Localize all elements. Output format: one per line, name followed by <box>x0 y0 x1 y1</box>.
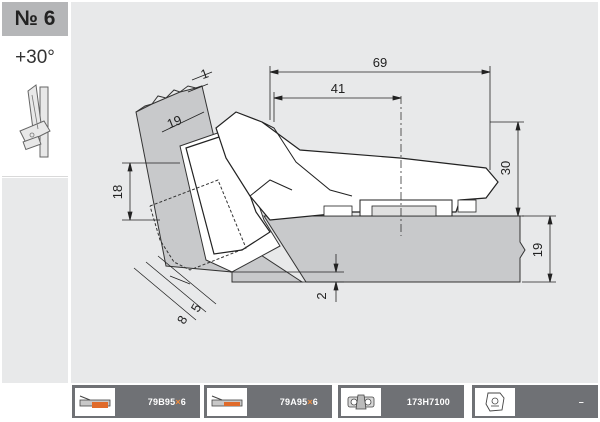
dimension-label-1: 1 <box>198 65 210 82</box>
dimension-19-top <box>161 111 205 133</box>
hinge-cross-section: 69 41 1 19 18 <box>110 55 556 327</box>
mounting-plate-icon <box>79 395 111 408</box>
sidebar-empty-area <box>2 178 68 383</box>
hinge-number-badge: № 6 <box>2 2 68 36</box>
part-code: 79A95 <box>279 396 308 407</box>
technical-drawing: 69 41 1 19 18 <box>71 2 598 383</box>
hinge-cup-icon <box>347 394 375 409</box>
part-cover-cap[interactable]: – <box>472 385 598 418</box>
part-code: – <box>578 396 584 407</box>
dimension-41 <box>273 92 402 122</box>
dimension-label-69: 69 <box>373 55 387 70</box>
part-code: 79B95 <box>147 396 176 407</box>
dimension-69 <box>269 66 491 170</box>
dimension-label-8: 8 <box>174 313 191 327</box>
dimension-label-19-right: 19 <box>530 243 545 257</box>
dimension-18 <box>122 162 180 221</box>
dimension-2 <box>230 254 344 302</box>
hinge-arm <box>215 111 499 221</box>
part-mounting-plate-79b95[interactable]: 79B95×6 <box>72 385 200 418</box>
dimension-label-41: 41 <box>331 81 345 96</box>
part-code-suffix: 6 <box>180 396 186 407</box>
part-code-x: × <box>175 396 181 407</box>
cover-cap-icon <box>485 392 505 411</box>
part-hinge-cup-173h7100[interactable]: 173H7100 <box>338 385 464 418</box>
part-code-suffix: 6 <box>312 396 318 407</box>
dimension-19-right <box>522 215 556 283</box>
dimension-label-19-top: 19 <box>165 112 184 131</box>
mounting-plate-icon <box>211 395 243 406</box>
dimension-label-18: 18 <box>110 185 125 199</box>
dimension-5-8 <box>133 255 217 321</box>
footer-blank <box>2 385 70 418</box>
hinge-thumbnail-icon <box>19 84 51 158</box>
parts-footer: 79B95×6 79A95×6 173H7100 <box>0 385 600 422</box>
angle-label: +30° <box>15 47 55 68</box>
dimension-label-30: 30 <box>498 161 513 175</box>
dimension-30 <box>470 121 524 217</box>
dimension-label-5: 5 <box>188 301 205 315</box>
part-mounting-plate-79a95[interactable]: 79A95×6 <box>204 385 332 418</box>
angle-panel: +30° <box>2 39 68 177</box>
dimension-label-2: 2 <box>314 292 329 299</box>
sidebar: № 6 +30° <box>0 0 70 383</box>
part-code-x: × <box>307 396 313 407</box>
dimension-1 <box>187 71 213 93</box>
part-code: 173H7100 <box>406 396 450 407</box>
